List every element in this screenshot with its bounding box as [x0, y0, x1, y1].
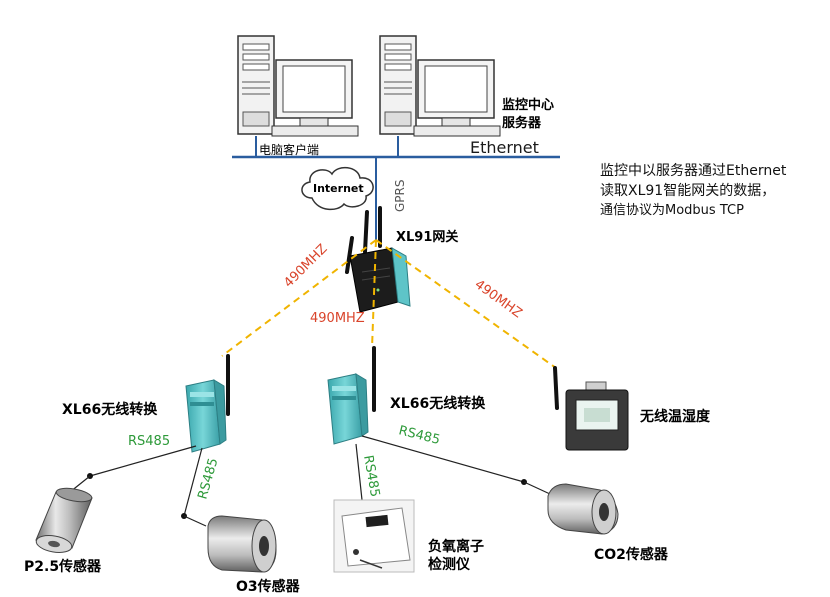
wireless-th-label: 无线温湿度: [640, 409, 710, 425]
ethernet-label: Ethernet: [470, 138, 539, 157]
freq-label-center: 490MHZ: [310, 311, 365, 326]
rs485-label-right: RS485: [397, 423, 441, 448]
rs485-label-center: RS485: [360, 454, 382, 498]
rs485-label-left-b: RS485: [195, 456, 221, 501]
sensor-co2-label: CO2传感器: [594, 547, 668, 563]
internet-cloud-icon: [301, 166, 374, 211]
monitor-server-label-line1: 监控中心: [502, 98, 555, 113]
protocol-note-line2: 读取XL91智能网关的数据，: [600, 183, 776, 199]
pc-client-label: 电脑客户端: [259, 143, 320, 157]
internet-label: Internet: [313, 182, 364, 195]
gateway-label: XL91网关: [396, 230, 459, 245]
monitor-server-label-line2: 服务器: [502, 116, 542, 131]
ethernet-bus: [232, 136, 560, 240]
gprs-label: GPRS: [393, 180, 407, 213]
freq-label-left: 490MHZ: [281, 241, 330, 290]
protocol-note-line3: 通信协议为Modbus TCP: [600, 203, 744, 218]
sensor-anion-label-line2: 检测仪: [428, 557, 470, 573]
rs485-cables: [69, 435, 551, 527]
wireless-links: [221, 239, 557, 369]
wireless-th-sensor-icon: [553, 366, 629, 451]
protocol-note-line1: 监控中以服务器通过Ethernet: [600, 163, 787, 179]
p25-sensor-icon: [35, 487, 93, 553]
o3-sensor-icon: [207, 515, 277, 573]
converter-center-label: XL66无线转换: [390, 396, 486, 412]
converter-left-label: XL66无线转换: [62, 402, 158, 418]
sensor-p25-label: P2.5传感器: [24, 559, 102, 575]
co2-sensor-icon: [547, 483, 619, 535]
gateway-device-icon: [345, 206, 411, 313]
sensor-o3-label: O3传感器: [236, 579, 300, 595]
pc-client-icon: [237, 35, 359, 137]
freq-label-right: 490MHZ: [472, 277, 525, 321]
rs485-label-left-a: RS485: [128, 434, 171, 449]
xl66-converter-center-icon: [327, 346, 376, 445]
server-icon: [379, 35, 501, 137]
anion-detector-icon: [333, 499, 415, 573]
xl66-converter-left-icon: [185, 354, 230, 453]
sensor-anion-label-line1: 负氧离子: [428, 539, 484, 555]
